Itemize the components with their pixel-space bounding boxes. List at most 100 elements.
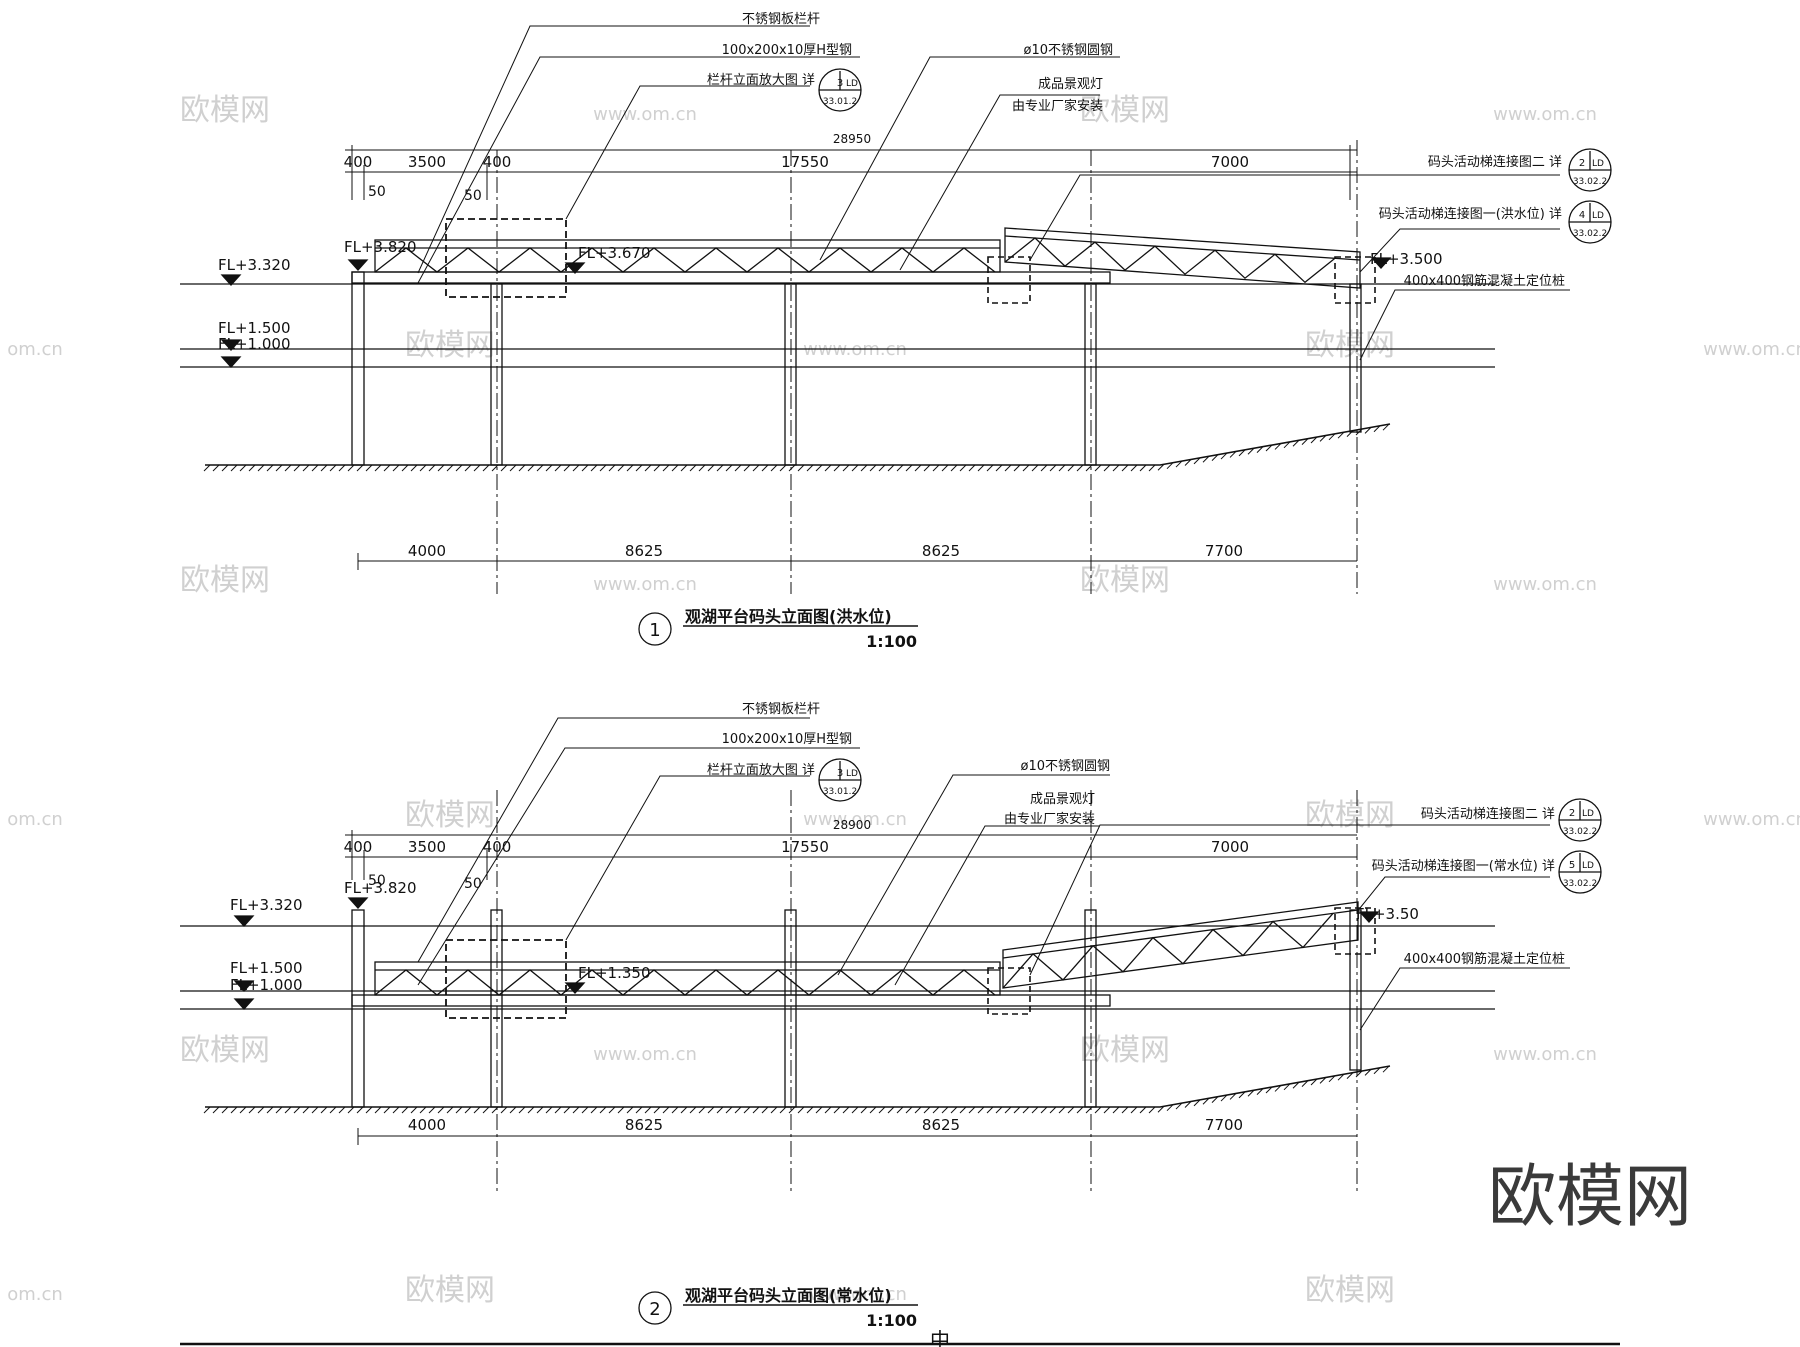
view-scale: 1:100 (866, 632, 917, 651)
hatch-stroke (356, 1106, 364, 1114)
hatch-stroke (1310, 1078, 1318, 1086)
pile (1084, 283, 1097, 466)
hatch-stroke (1319, 435, 1327, 442)
hatch-stroke (1382, 423, 1390, 431)
hatch-stroke (1085, 464, 1093, 472)
hatch-stroke (212, 464, 220, 472)
hatch-stroke (923, 464, 931, 472)
view-scale: 1:100 (866, 1311, 917, 1330)
hatch-stroke (842, 464, 850, 472)
annotations-normal: 不锈钢板栏杆 100x200x10厚H型钢 栏杆立面放大图 详 ø10不锈钢圆钢… (230, 702, 1597, 1347)
level-label: FL+3.320 (230, 896, 303, 914)
callout-round-steel: ø10不锈钢圆钢 (1024, 43, 1114, 58)
hatch-stroke (428, 464, 436, 472)
watermark-text: 欧模网 (405, 328, 495, 363)
hatch-stroke (437, 1106, 445, 1114)
hatch-stroke (1103, 464, 1111, 472)
hatch-stroke (689, 1106, 697, 1114)
watermark-text: om.cn (7, 1284, 63, 1305)
hatch-stroke (482, 464, 490, 472)
watermark-text: www.om.cn (803, 1284, 907, 1305)
hatch-stroke (1121, 464, 1129, 472)
hatch-stroke (464, 464, 472, 472)
hatch-stroke (1265, 1086, 1273, 1094)
hatch-stroke (221, 1106, 229, 1114)
hatch-stroke (833, 1106, 841, 1114)
svg-text:33.01.2: 33.01.2 (823, 97, 857, 107)
hatch-stroke (932, 1106, 940, 1114)
hatch-stroke (1130, 1106, 1138, 1114)
svg-text:5: 5 (1569, 860, 1575, 871)
hatch-stroke (500, 464, 508, 472)
hatch-stroke (653, 464, 661, 472)
hatch-stroke (527, 464, 535, 472)
watermark-text: www.om.cn (803, 809, 907, 830)
hatch-stroke (761, 464, 769, 472)
callout-railing: 不锈钢板栏杆 (742, 702, 820, 717)
dim: 400 (344, 838, 373, 856)
hatch-stroke (545, 464, 553, 472)
hatch-stroke (797, 464, 805, 472)
level-label: FL+3.320 (218, 256, 291, 274)
dim: 7000 (1211, 838, 1249, 856)
brand-logo: 欧模网 (1488, 1158, 1692, 1237)
hatch-stroke (1211, 454, 1219, 462)
hatch-stroke (680, 1106, 688, 1114)
hatch-stroke (662, 464, 670, 472)
hatch-stroke (959, 464, 967, 472)
hatch-stroke (1265, 444, 1273, 452)
ground-line (205, 423, 1391, 466)
svg-text:3: 3 (837, 768, 843, 779)
hatch-stroke (707, 464, 715, 472)
level-marker (1358, 911, 1380, 923)
dim: 17550 (781, 153, 829, 171)
callout-round-steel: ø10不锈钢圆钢 (1021, 759, 1111, 774)
hatch-stroke (1310, 436, 1318, 444)
hatch-stroke (725, 464, 733, 472)
hatch-stroke (617, 464, 625, 472)
watermark-layer: 欧模网 www.om.cn 欧模网 www.om.cn 欧模网 om.cn www.om.c… (7, 93, 1800, 1308)
hatch-stroke (761, 1106, 769, 1114)
watermark-text: www.om.cn (593, 574, 697, 595)
hatch-stroke (347, 464, 355, 472)
hatch-stroke (329, 464, 337, 472)
callout-hbeam: 100x200x10厚H型钢 (722, 732, 852, 747)
hatch-stroke (320, 1106, 328, 1114)
ground-hatch (203, 1065, 1390, 1114)
hatch-stroke (599, 464, 607, 472)
level-label: FL+1.000 (218, 335, 291, 353)
dim: 7000 (1211, 153, 1249, 171)
hatch-stroke (491, 464, 499, 472)
hatch-stroke (419, 1106, 427, 1114)
hatch-stroke (401, 1106, 409, 1114)
hatch-stroke (1040, 464, 1048, 472)
hatch-stroke (788, 1106, 796, 1114)
hatch-stroke (671, 464, 679, 472)
hatch-stroke (581, 1106, 589, 1114)
hatch-stroke (842, 1106, 850, 1114)
hatch-stroke (788, 464, 796, 472)
detail-box (445, 939, 567, 1019)
hatch-stroke (1148, 1106, 1156, 1114)
hatch-stroke (1184, 1101, 1192, 1108)
hatch-stroke (1094, 1106, 1102, 1114)
hatch-stroke (239, 464, 247, 472)
hatch-stroke (734, 464, 742, 472)
hatch-stroke (1157, 463, 1165, 471)
watermark-text: 欧模网 (1080, 93, 1170, 128)
svg-text:33.02.2: 33.02.2 (1563, 879, 1597, 889)
pile (784, 283, 797, 466)
callout-railing-detail: 栏杆立面放大图 详 (707, 763, 815, 778)
hatch-stroke (455, 1106, 463, 1114)
dim: 400 (483, 838, 512, 856)
hatch-stroke (239, 1106, 247, 1114)
hatch-stroke (716, 464, 724, 472)
hatch-stroke (1274, 1085, 1282, 1092)
watermark-text: www.om.cn (1493, 1044, 1597, 1065)
hatch-stroke (887, 1106, 895, 1114)
hatch-stroke (869, 464, 877, 472)
watermark-text: om.cn (7, 809, 63, 830)
hatch-stroke (968, 1106, 976, 1114)
dim-bottom: 4000 (408, 1116, 446, 1134)
hatch-stroke (473, 1106, 481, 1114)
